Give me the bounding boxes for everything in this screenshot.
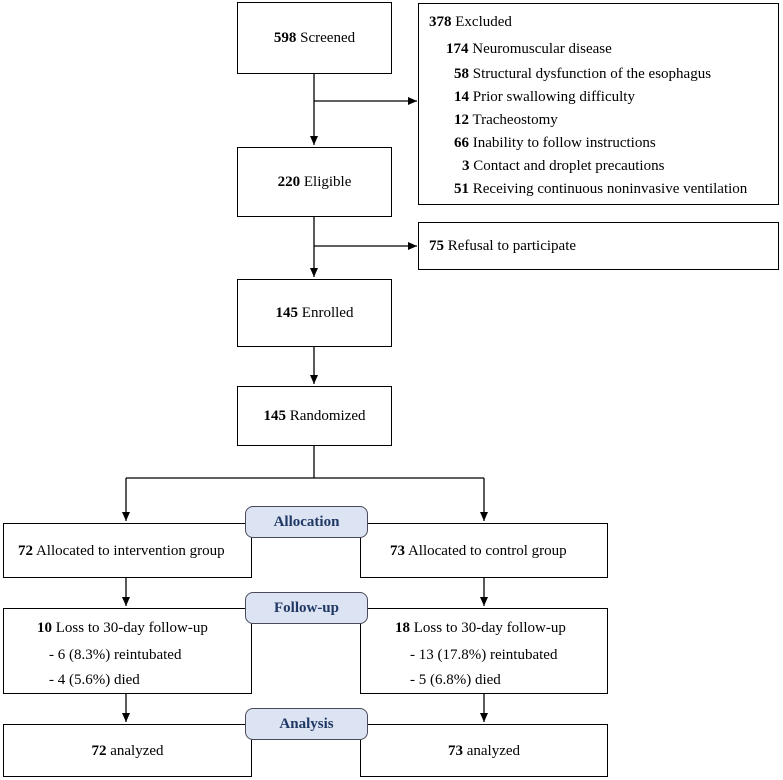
control-allocated-box: 73 Allocated to control group <box>360 523 608 578</box>
enrolled-count: 145 <box>275 305 299 321</box>
excluded-count: 378 <box>429 14 452 30</box>
stage-allocation: Allocation <box>245 506 368 538</box>
stage-analysis: Analysis <box>245 708 368 740</box>
randomized-count: 145 <box>263 408 286 424</box>
intervention-allocated-label: Allocated to intervention group <box>35 543 225 559</box>
enrolled-label: Enrolled <box>301 305 354 321</box>
intervention-loss-detail: - 6 (8.3%) reintubated <box>49 647 182 663</box>
intervention-allocated-box: 72 Allocated to intervention group <box>3 523 252 578</box>
control-loss-count: 18 <box>395 620 410 636</box>
screened-label: Screened <box>300 30 356 46</box>
eligible-label: Eligible <box>303 174 352 190</box>
control-allocated-count: 73 <box>390 543 405 559</box>
control-allocated-label: Allocated to control group <box>407 543 567 559</box>
stage-followup: Follow-up <box>245 592 368 624</box>
eligible-box: 220 Eligible <box>237 147 392 217</box>
intervention-loss-count: 10 <box>37 620 52 636</box>
intervention-allocated-count: 72 <box>18 543 33 559</box>
refusal-count: 75 <box>429 238 444 254</box>
excluded-box: 378 Excluded 174 Neuromuscular disease 5… <box>418 3 779 205</box>
control-analyzed-label: analyzed <box>466 742 521 759</box>
control-loss-detail: - 5 (6.8%) died <box>410 672 501 688</box>
refusal-box: 75 Refusal to participate <box>418 222 779 270</box>
intervention-analyzed-box: 72 analyzed <box>3 724 252 777</box>
eligible-count: 220 <box>277 174 301 190</box>
refusal-label: Refusal to participate <box>447 238 577 254</box>
intervention-loss-detail: - 4 (5.6%) died <box>49 672 140 688</box>
control-loss-label: Loss to 30-day follow-up <box>413 620 566 636</box>
excluded-reason: 3 Contact and droplet precautions <box>462 158 665 174</box>
screened-count: 598 <box>273 30 297 46</box>
excluded-reason: 58 Structural dysfunction of the esophag… <box>454 66 712 82</box>
randomized-box: 145 Randomized <box>237 386 392 446</box>
excluded-reason: 14 Prior swallowing difficulty <box>454 89 635 105</box>
intervention-analyzed-count: 72 <box>91 742 107 759</box>
control-loss-detail: - 13 (17.8%) reintubated <box>410 647 558 663</box>
excluded-reason: 66 Inability to follow instructions <box>454 135 656 151</box>
excluded-reason: 51 Receiving continuous noninvasive vent… <box>454 181 748 197</box>
randomized-label: Randomized <box>289 408 366 424</box>
control-analyzed-count: 73 <box>447 742 463 759</box>
intervention-followup-box: 10 Loss to 30-day follow-up - 6 (8.3%) r… <box>3 608 252 694</box>
excluded-reason: 12 Tracheostomy <box>454 112 558 128</box>
excluded-label: Excluded <box>455 14 512 30</box>
screened-box: 598 Screened <box>237 2 392 74</box>
intervention-analyzed-label: analyzed <box>110 742 164 759</box>
excluded-reason: 174 Neuromuscular disease <box>446 41 612 57</box>
control-followup-box: 18 Loss to 30-day follow-up - 13 (17.8%)… <box>360 608 608 694</box>
intervention-loss-label: Loss to 30-day follow-up <box>55 620 208 636</box>
enrolled-box: 145 Enrolled <box>237 279 392 347</box>
control-analyzed-box: 73 analyzed <box>360 724 608 777</box>
